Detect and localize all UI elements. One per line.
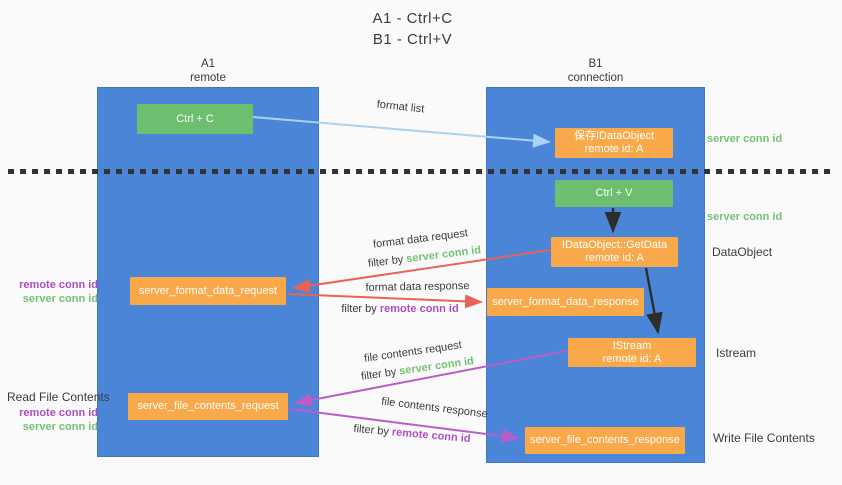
- label-server-conn-id-format: server conn id: [22, 293, 98, 305]
- node-save-idataobject: 保存IDataObject remote id: A: [555, 128, 673, 158]
- label-remote-conn-id-format: remote conn id: [19, 279, 98, 291]
- label-server-conn-id-mid-right: server conn id: [707, 211, 783, 223]
- filter-by-text: filter by: [353, 422, 390, 438]
- label-format-data-response: format data response: [365, 280, 470, 294]
- label-filter-by-remote-conn-id-format: filter by remote conn id: [330, 303, 470, 315]
- getdata-line2: remote id: A: [585, 252, 644, 264]
- column-header-b1: B1 connection: [486, 57, 705, 85]
- getdata-line1: IDataObject::GetData: [561, 239, 668, 251]
- conn-id-block-file: remote conn id server conn id: [0, 406, 98, 434]
- label-dataobject: DataObject: [712, 245, 773, 259]
- node-server-file-contents-response: server_file_contents_response: [525, 427, 685, 454]
- label-file-contents-response: file contents response: [380, 395, 489, 421]
- node-server-format-data-response: server_format_data_response: [487, 288, 644, 316]
- save-idataobject-line2: remote id: A: [584, 143, 644, 155]
- ctrl-v-label: Ctrl + V: [595, 187, 633, 199]
- format-response-label: server_format_data_response: [492, 295, 639, 308]
- label-istream: Istream: [716, 346, 757, 360]
- ctrl-c-label: Ctrl + C: [176, 112, 214, 125]
- divider-dotted-line: [8, 169, 836, 174]
- label-filter-by-remote-conn-id-file: filter by remote conn id: [342, 422, 483, 446]
- remote-conn-id-text: remote conn id: [379, 303, 459, 315]
- node-istream: IStream remote id: A: [568, 338, 696, 367]
- column-b1-role: connection: [567, 72, 624, 84]
- node-server-format-data-request: server_format_data_request: [130, 277, 286, 305]
- server-conn-id-text: server conn id: [405, 244, 482, 266]
- title-line-1: A1 - Ctrl+C: [372, 10, 453, 27]
- diagram-title: A1 - Ctrl+C B1 - Ctrl+V: [330, 8, 495, 50]
- remote-conn-id-text: remote conn id: [391, 426, 471, 446]
- label-server-conn-id-file: server conn id: [22, 421, 98, 433]
- save-idataobject-line1: 保存IDataObject: [573, 130, 655, 142]
- istream-line2: remote id: A: [602, 352, 662, 365]
- column-a1-id: A1: [200, 58, 216, 70]
- file-response-label: server_file_contents_response: [530, 434, 680, 446]
- node-ctrl-v: Ctrl + V: [555, 180, 673, 207]
- node-idataobject-getdata: IDataObject::GetData remote id: A: [551, 237, 678, 267]
- label-remote-conn-id-file: remote conn id: [19, 407, 98, 419]
- column-b1-id: B1: [588, 58, 603, 70]
- label-server-conn-id-top-right: server conn id: [707, 133, 783, 145]
- label-format-list: format list: [376, 98, 425, 116]
- column-a1-role: remote: [190, 72, 226, 84]
- node-server-file-contents-request: server_file_contents_request: [128, 393, 288, 420]
- conn-id-block-format: remote conn id server conn id: [0, 278, 98, 306]
- label-read-file-contents: Read File Contents: [7, 390, 110, 404]
- title-line-2: B1 - Ctrl+V: [372, 31, 453, 48]
- label-write-file-contents: Write File Contents: [713, 431, 815, 445]
- istream-line1: IStream: [612, 339, 652, 352]
- format-request-label: server_format_data_request: [138, 284, 278, 297]
- filter-by-text: filter by: [341, 303, 377, 315]
- file-request-label: server_file_contents_request: [137, 400, 279, 412]
- filter-by-text: filter by: [360, 366, 398, 383]
- column-header-a1: A1 remote: [97, 57, 319, 85]
- node-ctrl-c: Ctrl + C: [137, 104, 253, 134]
- filter-by-text: filter by: [367, 253, 404, 270]
